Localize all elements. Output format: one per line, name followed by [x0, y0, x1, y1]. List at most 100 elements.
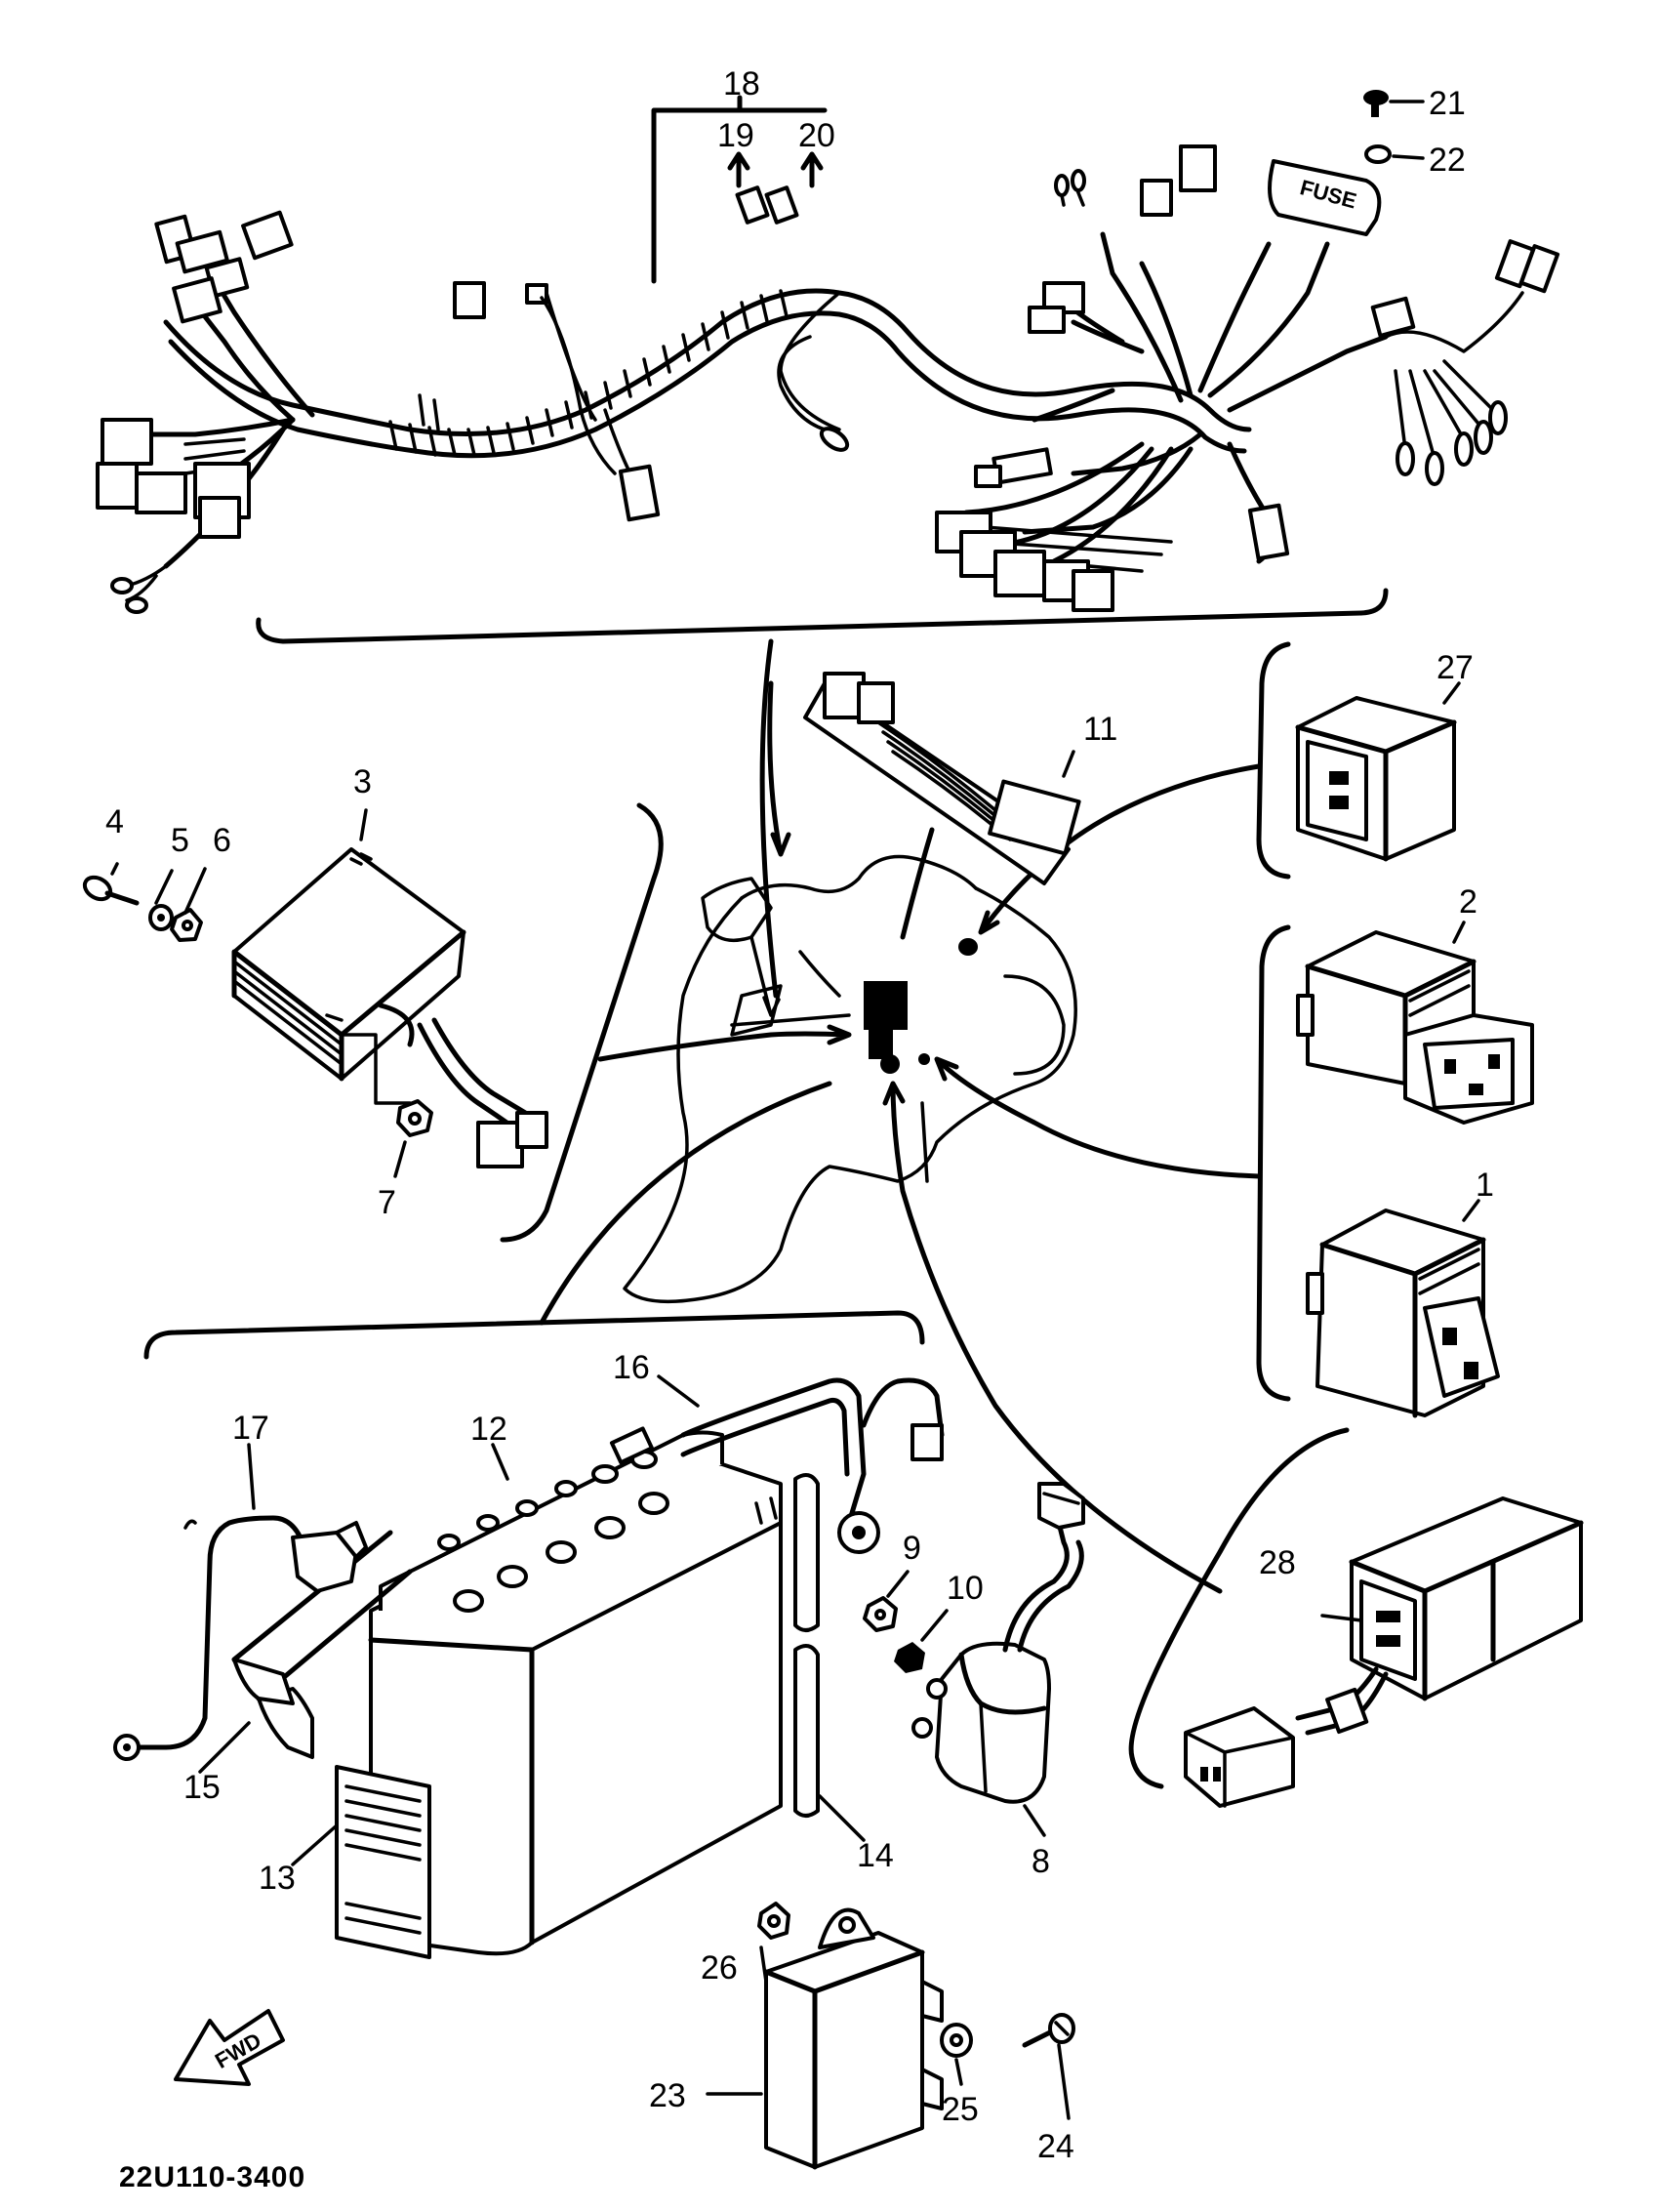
- callout-line-25: [954, 2058, 963, 2086]
- catalog-code: 22U110-3400: [119, 2161, 305, 2193]
- callout-line-26: [759, 1946, 768, 1984]
- callout-15: 15: [183, 1769, 221, 1806]
- mount-point-27: [958, 938, 978, 956]
- battery-group-bracket: [143, 1310, 925, 1360]
- nut-6: [170, 908, 203, 942]
- fuse-20: [764, 185, 799, 225]
- callout-line-14: [818, 1794, 866, 1842]
- callout-6: 6: [213, 822, 231, 859]
- callout-line-22: [1392, 154, 1425, 160]
- washer-5: [148, 904, 174, 931]
- callout-20: 20: [798, 117, 835, 154]
- ecu-unit-3: [231, 847, 548, 1168]
- leader-arrows: [597, 680, 1262, 1594]
- harness-connectors-left: [96, 210, 294, 614]
- battery-cable-15: [231, 1530, 413, 1759]
- callout-24: 24: [1037, 2128, 1074, 2165]
- battery-cable-17: [113, 1515, 368, 1761]
- callout-line-9: [886, 1570, 910, 1598]
- callout-7: 7: [378, 1184, 396, 1221]
- nut-26: [757, 1902, 790, 1940]
- harness-connectors-right: [935, 144, 1560, 612]
- mount-point-b: [918, 1053, 930, 1065]
- wire-harness: [134, 231, 1524, 573]
- frame-outline: [623, 854, 1077, 1304]
- callout-4: 4: [105, 803, 124, 840]
- callout-19: 19: [717, 117, 754, 154]
- ground-wire: [920, 1101, 929, 1183]
- callout-line-16: [657, 1374, 700, 1408]
- callout-5: 5: [171, 822, 189, 859]
- callout-arrow-20: [800, 151, 824, 188]
- callout-line-7: [393, 1140, 407, 1178]
- fuse-box: FUSE: [1268, 159, 1382, 236]
- callout-8: 8: [1032, 1843, 1050, 1880]
- callout-11: 11: [1083, 711, 1117, 748]
- callout-3: 3: [353, 763, 372, 800]
- screw-24: [1022, 2013, 1075, 2048]
- callout-10: 10: [947, 1570, 984, 1607]
- callout-25: 25: [942, 2091, 979, 2128]
- relay12-group-bracket: [1256, 924, 1291, 1402]
- callout-line-24: [1057, 2043, 1071, 2120]
- battery-12: [368, 1426, 783, 1956]
- bolt-4: [82, 875, 140, 906]
- fwd-arrow-icon: FWD: [174, 2009, 285, 2086]
- callout-21: 21: [1429, 85, 1466, 122]
- callout-9: 9: [903, 1530, 921, 1567]
- battery-cable-16: [680, 1377, 945, 1554]
- relay-28: [1184, 1496, 1584, 1808]
- relay-mount-lower: [869, 1025, 893, 1059]
- relay-1: [1306, 1199, 1500, 1418]
- callout-line-15: [198, 1721, 251, 1774]
- relay-27: [1295, 681, 1461, 862]
- callout-27: 27: [1436, 649, 1474, 686]
- callout-28: 28: [1259, 1544, 1296, 1581]
- callout-arrow-19: [727, 151, 750, 188]
- relay28-group-bracket: [1128, 1427, 1350, 1789]
- callout-1: 1: [1476, 1167, 1494, 1204]
- callout-line-4: [110, 862, 119, 876]
- callout-2: 2: [1459, 883, 1477, 921]
- harness-group-bracket: [256, 588, 1389, 644]
- callout-line-3: [359, 808, 368, 841]
- ecu-group-bracket: [500, 802, 664, 1243]
- callout-13: 13: [259, 1860, 296, 1897]
- callout-17: 17: [232, 1410, 269, 1447]
- callout-14: 14: [857, 1837, 894, 1874]
- callout-line-10: [920, 1609, 949, 1642]
- callout-line-6: [183, 867, 207, 915]
- control-unit-23: [763, 1907, 944, 2170]
- callout-line-8: [1023, 1804, 1046, 1837]
- callout-line-13: [291, 1823, 339, 1866]
- screw-21: [1363, 90, 1389, 117]
- callout-line-17: [247, 1443, 256, 1510]
- harness-connectors-mid: [453, 281, 850, 522]
- rubber-strip-14: [793, 1473, 820, 1818]
- sub-harness-11: [803, 672, 1081, 885]
- relay27-group-bracket: [1256, 641, 1291, 880]
- nut-9: [863, 1596, 898, 1632]
- callout-line-5: [154, 869, 174, 905]
- callout-18: 18: [723, 65, 760, 102]
- relay-2: [1296, 921, 1534, 1125]
- nut-10: [894, 1642, 925, 1673]
- callout-26: 26: [701, 1949, 738, 1987]
- callout-bracket-18: [651, 95, 828, 284]
- callout-16: 16: [613, 1349, 650, 1386]
- harness-group-leader: [759, 638, 779, 999]
- fuse-19: [735, 185, 770, 225]
- battery-label-13: [335, 1765, 431, 1959]
- relay-mount: [864, 981, 908, 1030]
- nut-7: [396, 1099, 433, 1137]
- washer-22: [1364, 144, 1392, 164]
- starter-relay-8: [911, 1482, 1085, 1804]
- battery-group-leader: [539, 1081, 832, 1326]
- callout-12: 12: [470, 1411, 507, 1448]
- washer-25: [940, 2023, 973, 2058]
- callout-line-12: [491, 1443, 509, 1481]
- mount-point-a: [880, 1054, 900, 1074]
- callout-23: 23: [649, 2077, 686, 2114]
- callout-22: 22: [1429, 142, 1466, 179]
